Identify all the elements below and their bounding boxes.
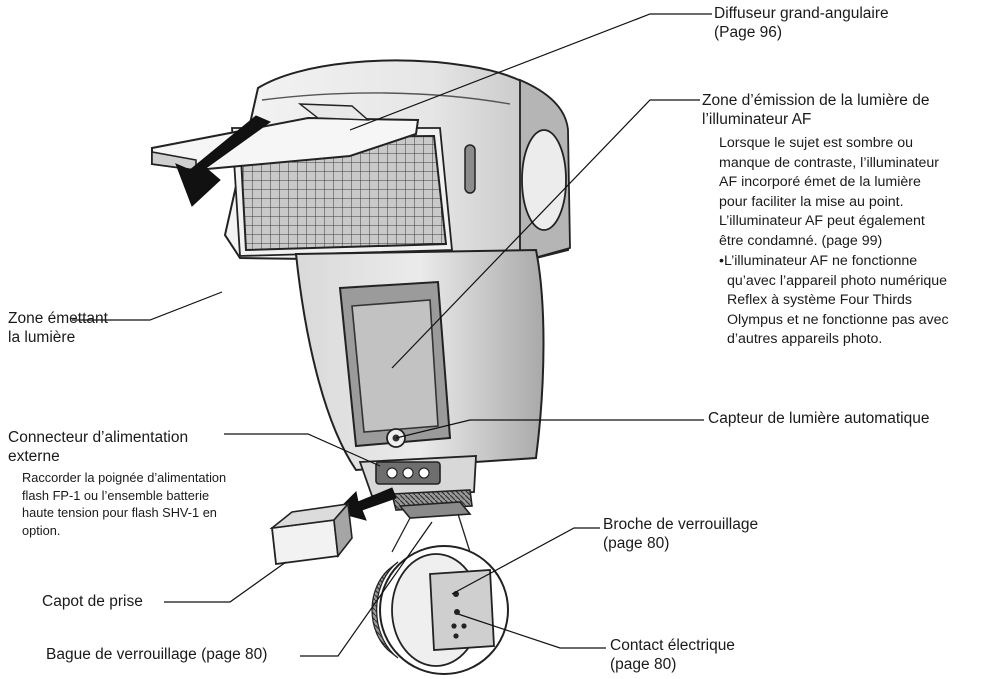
socket-cap — [269, 502, 353, 566]
label-wide-angle-diffuser-title: Diffuseur grand-angulaire — [714, 5, 889, 22]
label-lock-pin-page: (page 80) — [603, 535, 670, 552]
af-desc-line: AF incorporé émet de la lumière — [719, 174, 921, 191]
label-af-illuminator: Zone d’émission de la lumière de l’illum… — [702, 91, 929, 129]
af-note-line: Reflex à système Four Thirds — [727, 292, 913, 309]
label-external-power-line1: Connecteur d’alimentation — [8, 429, 189, 446]
label-lock-pin-title: Broche de verrouillage — [603, 516, 759, 533]
label-af-illuminator-title2: l’illuminateur AF — [702, 111, 812, 128]
label-light-emitting-zone-line2: la lumière — [8, 329, 76, 346]
af-note-line: qu’avec l’appareil photo numérique — [727, 272, 948, 289]
af-note-line: d’autres appareils photo. — [727, 331, 883, 348]
af-desc-line: manque de contraste, l’illuminateur — [719, 154, 940, 171]
power-desc-line: flash FP-1 ou l’ensemble batterie — [22, 487, 210, 503]
af-illuminator-description: Lorsque le sujet est sombre ou manque de… — [719, 134, 939, 252]
label-light-emitting-zone: Zone émettant la lumière — [8, 309, 108, 347]
label-af-illuminator-title1: Zone d’émission de la lumière de — [702, 92, 930, 109]
af-desc-line: L’illuminateur AF peut également — [719, 213, 925, 230]
power-desc-line: Raccorder la poignée d’alimentation — [22, 470, 227, 485]
label-lock-pin: Broche de verrouillage (page 80) — [603, 515, 758, 553]
label-electrical-contact: Contact électrique (page 80) — [610, 636, 735, 674]
label-electrical-contact-title: Contact électrique — [610, 637, 735, 654]
pull-out-arrow — [175, 115, 272, 207]
label-locking-ring: Bague de verrouillage (page 80) — [46, 646, 268, 663]
power-desc-line: haute tension pour flash SHV-1 en — [22, 505, 217, 521]
af-note-line: Olympus et ne fonctionne pas avec — [727, 311, 949, 328]
af-note-line: •L’illuminateur AF ne fonctionne — [719, 253, 918, 269]
flash-body — [294, 248, 545, 519]
af-illuminator-note: •L’illuminateur AF ne fonctionne qu’avec… — [719, 252, 949, 350]
label-wide-angle-diffuser: Diffuseur grand-angulaire (Page 96) — [714, 4, 889, 42]
label-wide-angle-diffuser-page: (Page 96) — [714, 24, 783, 41]
label-electrical-contact-page: (page 80) — [610, 656, 677, 673]
remove-cap-arrow — [335, 487, 397, 521]
power-desc-line: option. — [22, 522, 61, 538]
af-desc-line: être condamné. (page 99) — [719, 232, 883, 249]
af-desc-line: Lorsque le sujet est sombre ou — [719, 135, 914, 151]
external-power-description: Raccorder la poignée d’alimentation flas… — [22, 469, 226, 539]
label-external-power-connector: Connecteur d’alimentation externe — [8, 428, 188, 466]
label-light-emitting-zone-line1: Zone émettant — [8, 310, 108, 327]
label-external-power-line2: externe — [8, 448, 60, 465]
label-auto-light-sensor: Capteur de lumière automatique — [708, 410, 930, 427]
bottom-detail-view — [371, 545, 509, 675]
af-desc-line: pour faciliter la mise au point. — [719, 193, 904, 210]
label-socket-cap: Capot de prise — [42, 593, 143, 610]
leader-lines — [72, 13, 712, 657]
